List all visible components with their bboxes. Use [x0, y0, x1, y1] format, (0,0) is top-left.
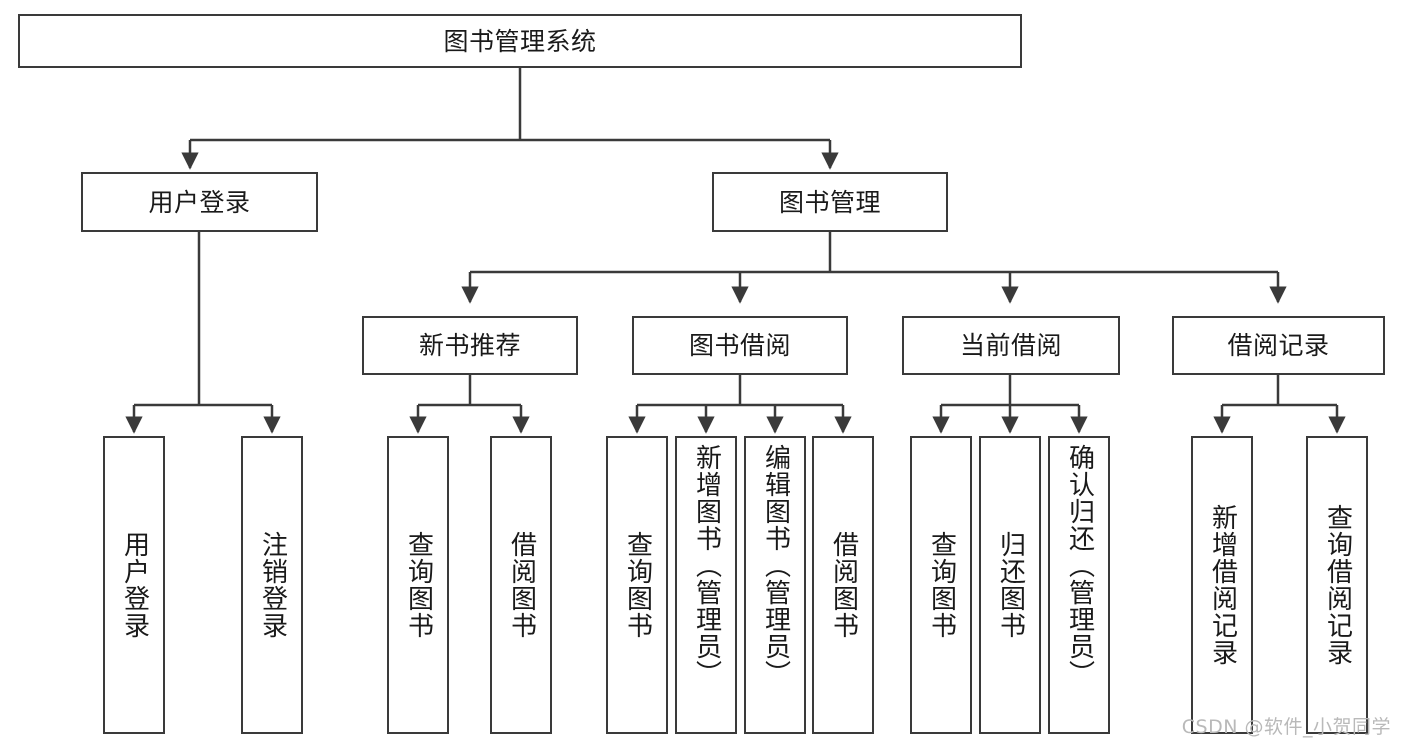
- leaf-borrow-book-1-label: 借阅图书: [506, 531, 537, 639]
- leaf-logout-login-label: 注销登录: [257, 531, 288, 639]
- leaf-return-book[interactable]: 归还图书: [979, 436, 1041, 734]
- leaf-query-book-2[interactable]: 查询图书: [606, 436, 668, 734]
- leaf-query-borrow-record[interactable]: 查询借阅记录: [1306, 436, 1368, 734]
- leaf-query-borrow-record-label: 查询借阅记录: [1322, 504, 1353, 666]
- node-root-label: 图书管理系统: [443, 26, 597, 56]
- node-user-login[interactable]: 用户登录: [81, 172, 318, 232]
- leaf-user-login-label: 用户登录: [119, 531, 150, 639]
- leaf-borrow-book-2-label: 借阅图书: [828, 531, 859, 639]
- leaf-add-book-admin[interactable]: 新增图书（管理员）: [675, 436, 737, 734]
- leaf-query-book-2-label: 查询图书: [622, 531, 653, 639]
- leaf-edit-book-admin[interactable]: 编辑图书（管理员）: [744, 436, 806, 734]
- leaf-query-book-3[interactable]: 查询图书: [910, 436, 972, 734]
- node-current-borrow-label: 当前借阅: [959, 331, 1062, 360]
- node-current-borrow[interactable]: 当前借阅: [902, 316, 1120, 375]
- node-book-management-label: 图书管理: [778, 187, 881, 217]
- leaf-logout-login[interactable]: 注销登录: [241, 436, 303, 734]
- node-book-management[interactable]: 图书管理: [712, 172, 948, 232]
- watermark: CSDN @软件_小贺同学: [1181, 716, 1391, 738]
- leaf-user-login[interactable]: 用户登录: [103, 436, 165, 734]
- leaf-confirm-return-admin[interactable]: 确认归还（管理员）: [1048, 436, 1110, 734]
- node-user-login-label: 用户登录: [148, 187, 251, 217]
- node-new-book-recommend[interactable]: 新书推荐: [362, 316, 578, 375]
- leaf-query-book-3-label: 查询图书: [926, 531, 957, 639]
- leaf-borrow-book-1[interactable]: 借阅图书: [490, 436, 552, 734]
- node-book-borrow-label: 图书借阅: [688, 331, 791, 360]
- leaf-confirm-return-admin-label: 确认归还（管理员）: [1064, 444, 1095, 687]
- leaf-query-book-1[interactable]: 查询图书: [387, 436, 449, 734]
- leaf-edit-book-admin-label: 编辑图书（管理员）: [760, 444, 791, 687]
- leaf-query-book-1-label: 查询图书: [403, 531, 434, 639]
- node-book-borrow[interactable]: 图书借阅: [632, 316, 848, 375]
- leaf-return-book-label: 归还图书: [995, 531, 1026, 639]
- node-new-book-recommend-label: 新书推荐: [418, 331, 521, 360]
- leaf-borrow-book-2[interactable]: 借阅图书: [812, 436, 874, 734]
- leaf-add-book-admin-label: 新增图书（管理员）: [691, 444, 722, 687]
- node-root[interactable]: 图书管理系统: [18, 14, 1022, 68]
- leaf-add-borrow-record[interactable]: 新增借阅记录: [1191, 436, 1253, 734]
- node-borrow-record[interactable]: 借阅记录: [1172, 316, 1385, 375]
- node-borrow-record-label: 借阅记录: [1227, 331, 1330, 360]
- leaf-add-borrow-record-label: 新增借阅记录: [1207, 504, 1238, 666]
